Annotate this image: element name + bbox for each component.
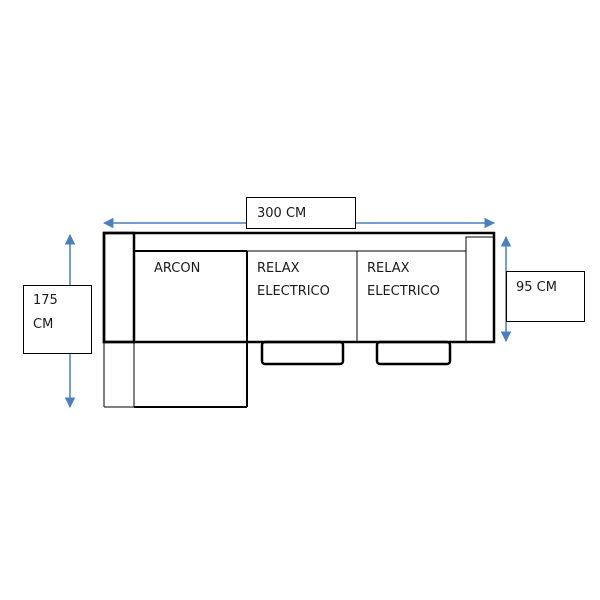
left-armrest [102, 231, 136, 344]
depth-total-dimension-box: 175 CM [23, 285, 92, 354]
depth-seat-label: 95 CM [516, 280, 557, 295]
seat2-label-line1: RELAX [367, 261, 410, 276]
width-dimension-label: 300 CM [257, 206, 307, 221]
seat2-label-line2: ELECTRICO [367, 284, 440, 299]
width-dimension-box: 300 CM [246, 197, 356, 229]
footrest-2 [375, 340, 452, 366]
footrest-1 [260, 340, 345, 366]
depth-total-value: 175 [33, 293, 58, 308]
chaise-label: ARCON [154, 261, 201, 276]
seat1-label-line2: ELECTRICO [257, 284, 330, 299]
depth-seat-dimension-box: 95 CM [506, 271, 585, 322]
depth-total-unit: CM [33, 317, 54, 332]
right-armrest [465, 236, 495, 343]
seat1-label-line1: RELAX [257, 261, 300, 276]
